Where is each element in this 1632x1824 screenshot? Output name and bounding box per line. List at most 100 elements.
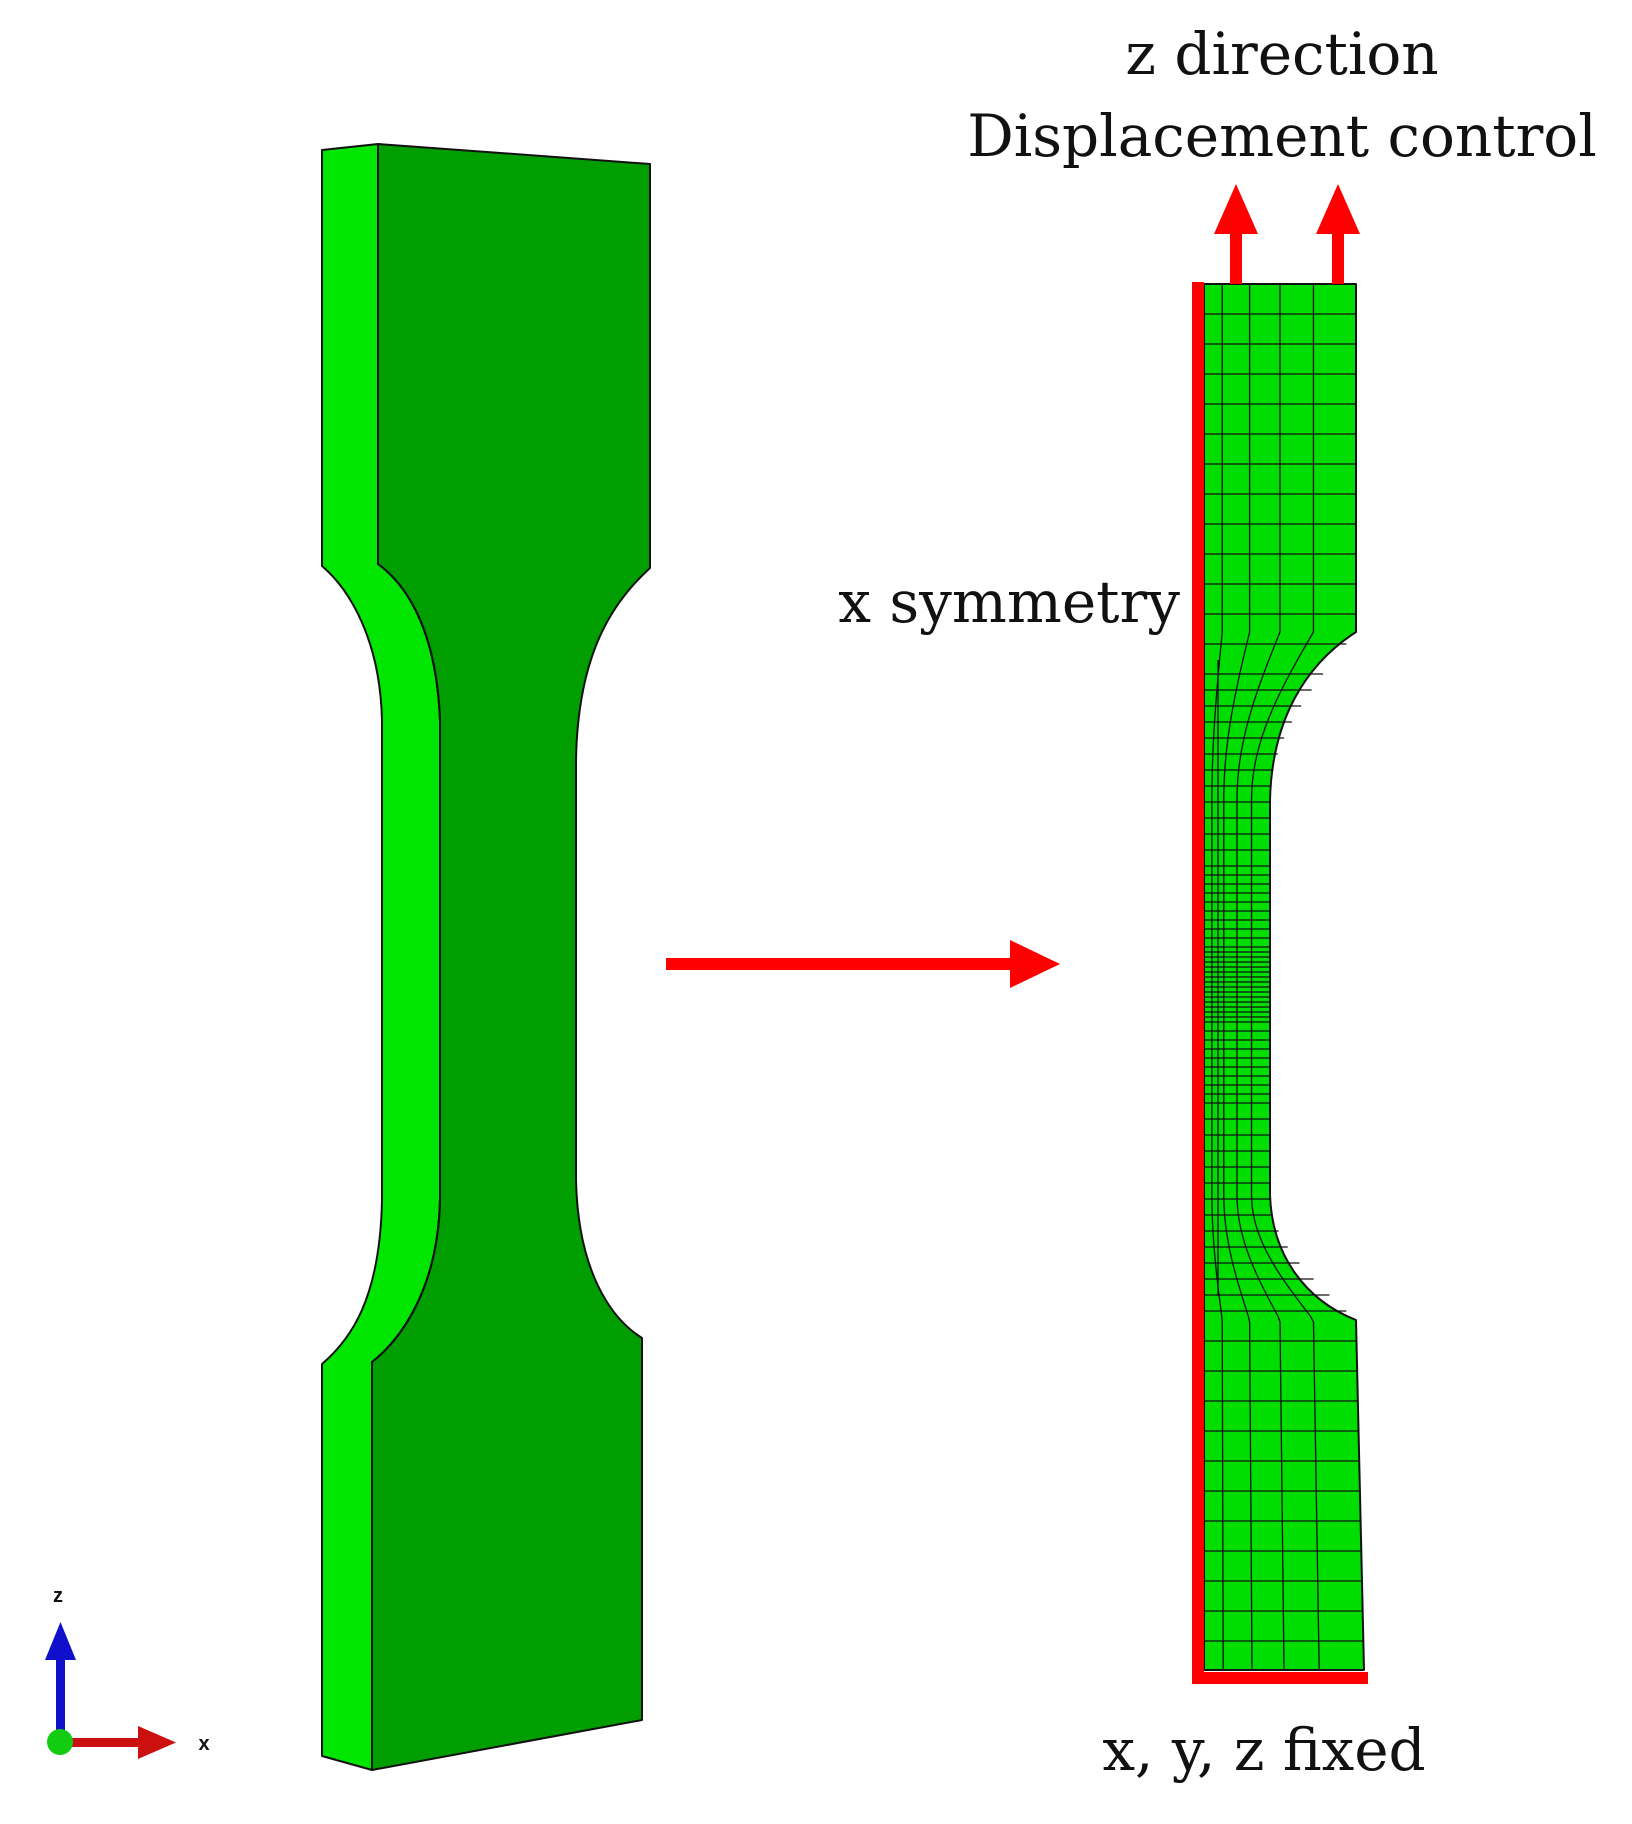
- mesh-line: [1291, 1291, 1298, 1299]
- mesh-line: [1240, 661, 1244, 669]
- mesh-line: [1237, 769, 1240, 777]
- mesh-line: [1238, 757, 1241, 765]
- specimen-edge: [371, 563, 441, 1363]
- mesh-line: [1219, 643, 1222, 651]
- mesh-line: [1255, 1225, 1259, 1233]
- mesh-line: [1225, 751, 1228, 759]
- mesh-line: [1241, 655, 1245, 663]
- mesh-line: [1248, 1255, 1252, 1263]
- mesh-line: [1283, 1279, 1289, 1287]
- mesh-line: [1264, 1291, 1269, 1299]
- mesh-line: [1279, 1273, 1285, 1281]
- mesh-line: [1253, 763, 1256, 771]
- mesh-line: [1220, 1309, 1223, 1317]
- mesh-line: [1214, 1261, 1217, 1269]
- mesh-line: [1257, 745, 1260, 753]
- mesh-line: [1226, 739, 1229, 747]
- x-axis-shaft: [60, 1738, 144, 1747]
- right-arrow-icon: [666, 940, 1060, 988]
- mesh-line: [1305, 1309, 1311, 1317]
- mesh-line: [1260, 733, 1264, 741]
- mesh-line: [1236, 1279, 1240, 1287]
- mesh-line: [1270, 1303, 1276, 1311]
- mesh-line: [1274, 1309, 1279, 1317]
- mesh-line: [1277, 1315, 1281, 1323]
- mesh-model: [1203, 283, 1365, 1671]
- mesh-line: [1215, 1267, 1218, 1275]
- mesh-line: [1309, 1315, 1315, 1323]
- mesh-line: [1289, 667, 1294, 675]
- mesh-line: [1218, 661, 1221, 669]
- z-axis-shaft: [56, 1655, 65, 1747]
- mesh-line: [1253, 1267, 1258, 1275]
- mesh-line: [1247, 715, 1251, 723]
- mesh-line: [1227, 733, 1230, 741]
- mesh-line: [1226, 1237, 1230, 1245]
- mesh-line: [1213, 1249, 1216, 1257]
- mesh-line: [1268, 1255, 1273, 1263]
- mesh-line: [1264, 721, 1268, 729]
- mesh-line: [1258, 1279, 1263, 1287]
- load-label-line1: z direction: [1125, 20, 1438, 88]
- mesh-line: [1239, 1225, 1243, 1233]
- mesh-line: [1274, 697, 1279, 705]
- mesh-line: [1277, 691, 1282, 699]
- mesh-line: [1247, 631, 1251, 639]
- mesh-line: [1260, 673, 1265, 681]
- mesh-line: [1255, 1273, 1260, 1281]
- load-label-line2: Displacement control: [967, 102, 1597, 170]
- mesh-line: [1224, 1219, 1227, 1227]
- mesh-line: [1267, 655, 1272, 663]
- mesh-line: [1224, 757, 1227, 765]
- mesh-line: [1254, 757, 1257, 765]
- mesh-line: [1239, 751, 1242, 759]
- mesh-line: [1258, 679, 1262, 687]
- mesh-line: [1299, 649, 1304, 657]
- mesh-line: [1262, 727, 1266, 735]
- mesh-line: [1237, 673, 1241, 681]
- mesh-line: [1225, 1231, 1229, 1239]
- fixed-label: x, y, z fixed: [1102, 1716, 1425, 1784]
- mesh-line: [1250, 703, 1254, 711]
- mesh-line: [1282, 679, 1288, 687]
- mesh-line: [1274, 637, 1279, 645]
- mesh-line: [1279, 685, 1285, 693]
- mesh-line: [1245, 721, 1249, 729]
- mesh-line: [1227, 727, 1231, 735]
- mesh-line: [1276, 631, 1281, 639]
- mesh-line: [1218, 1291, 1221, 1299]
- mesh-line: [1258, 739, 1262, 747]
- mesh-line: [1259, 1237, 1264, 1245]
- mesh-line: [1229, 1249, 1232, 1257]
- mesh-line: [1255, 751, 1259, 759]
- mesh-line: [1292, 661, 1297, 669]
- mesh-line: [1251, 1207, 1254, 1215]
- mesh-line: [1269, 709, 1273, 717]
- mesh-line: [1236, 679, 1240, 687]
- mesh-line: [1262, 667, 1267, 675]
- mesh-line: [1227, 1243, 1231, 1251]
- mesh-line: [1235, 685, 1238, 693]
- mesh-line: [1253, 1219, 1257, 1227]
- mesh-line: [1257, 1231, 1261, 1239]
- mesh-line: [1238, 1285, 1242, 1293]
- mesh-line: [1247, 1315, 1251, 1323]
- mesh-line: [1238, 763, 1241, 771]
- mesh-line: [1220, 637, 1223, 645]
- up-arrow-icon: [1214, 184, 1258, 284]
- mesh-line: [1302, 643, 1308, 651]
- mesh-line: [1296, 1297, 1302, 1305]
- mesh-line: [1300, 1303, 1307, 1311]
- mesh-line: [1238, 1219, 1241, 1227]
- mesh-line: [1246, 637, 1249, 645]
- mesh-line: [1244, 727, 1248, 735]
- x-axis-label: x: [198, 1733, 209, 1755]
- mesh-line: [1266, 715, 1271, 723]
- z-axis-head: [45, 1622, 76, 1660]
- mesh-line: [1239, 667, 1242, 675]
- mesh-line: [1221, 631, 1223, 639]
- mesh-line: [1242, 1237, 1246, 1245]
- mesh-line: [1248, 709, 1252, 717]
- mesh-line: [1245, 1309, 1249, 1317]
